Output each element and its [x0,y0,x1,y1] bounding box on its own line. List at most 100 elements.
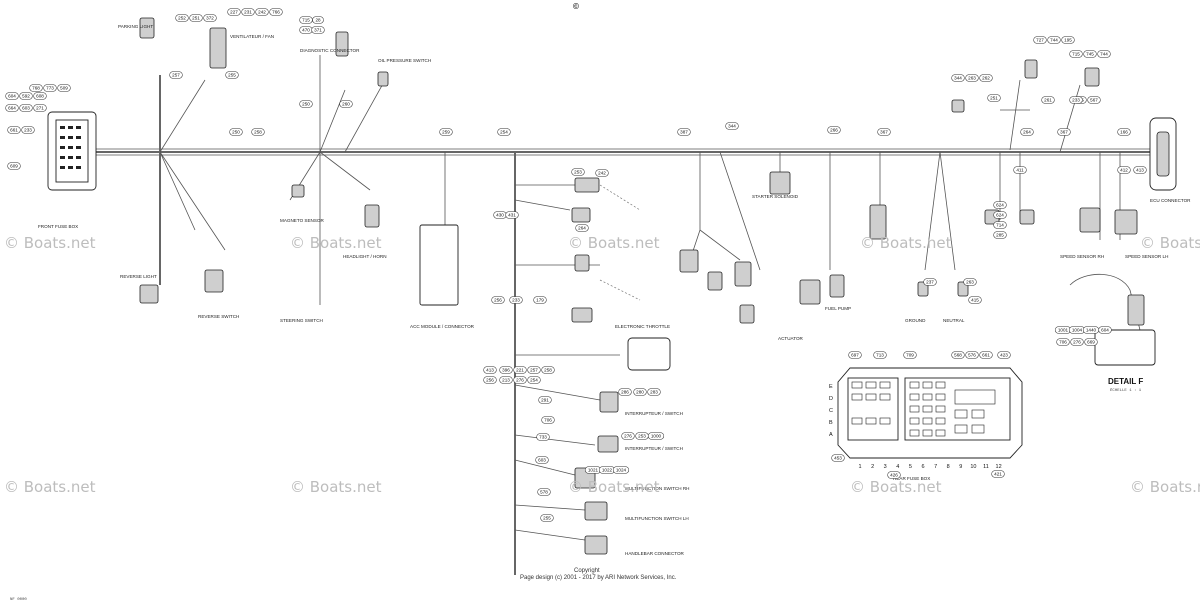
ref-bubble-number: 430 [496,213,504,218]
ref-bubble-outline [19,92,33,100]
ref-bubble-number: 661 [10,128,18,133]
ref-bubble-outline [1097,50,1111,58]
ref-bubble-number: 592 [22,94,30,99]
ref-bubble-number: 371 [314,28,322,33]
ref-bubble-outline [339,100,353,108]
ref-bubble-number: 257 [530,368,538,373]
fuse-row-letter: D [829,396,833,402]
label-multifunction-rh: MULTIFUNCTION SWITCH RH [625,486,689,491]
watermark-text: © Boats.net [4,478,96,496]
ref-bubble: 372 [203,14,217,22]
ref-bubble-number: 773 [46,86,54,91]
ref-bubble-number: 263 [968,76,976,81]
ref-bubble-number: 766 [272,10,280,15]
ref-bubble-outline [499,366,513,374]
ref-bubble-outline [877,128,891,136]
ref-bubble-number: 453 [834,456,842,461]
ref-bubble-outline [241,8,255,16]
fuse-column-number: 1 [858,464,861,470]
ref-bubble: 371 [311,26,325,34]
ref-bubble-number: 258 [254,130,262,135]
ref-bubble: 231 [241,8,255,16]
ref-bubble: 258 [541,366,555,374]
ref-bubble-number: 253 [638,434,646,439]
ref-bubble-number: 256 [486,378,494,383]
ref-bubble-number: 714 [996,223,1004,228]
ref-bubble-number: 213 [502,378,510,383]
ref-bubble-outline [1070,338,1084,346]
ref-bubble: 421 [991,470,1005,478]
label-handlebar: HANDLEBAR CONNECTOR [625,551,685,556]
ref-bubble: 263 [963,278,977,286]
fuse-row-letter: A [829,432,833,438]
ref-bubble: 251 [987,94,1001,102]
ref-bubble-outline [618,388,632,396]
ref-bubble-outline [499,376,513,384]
ref-bubble: 242 [595,169,609,177]
fuse-column-number: 2 [871,464,874,470]
ref-bubble: 706 [541,416,555,424]
ref-bubble-number: 367 [1060,130,1068,135]
ref-bubble: 413 [483,366,497,374]
ref-bubble-outline [19,104,33,112]
ref-bubble: 396 [499,366,513,374]
ref-bubble-number: 604 [1101,328,1109,333]
ref-bubble: 727 [1033,36,1047,44]
ref-bubble-outline [189,14,203,22]
ref-bubble: 744 [1097,50,1111,58]
ref-bubble-number: 344 [954,76,962,81]
front-fuse-box [47,111,97,191]
ref-bubble-number: 431 [508,213,516,218]
label-interrupteur-1: INTERRUPTEUR / SWITCH [625,411,683,416]
ref-bubble-outline [29,84,43,92]
ref-bubble-number: 1440 [1086,328,1097,333]
ref-bubble-number: 744 [1100,52,1108,57]
ref-bubble: 233 [21,126,35,134]
ref-bubble-number: 709 [906,353,914,358]
ref-bubble: 624 [993,211,1007,219]
ref-bubble-number: 256 [494,298,502,303]
ref-bubble-number: 276 [1073,340,1081,345]
ref-bubble-outline [21,126,35,134]
ref-bubble-outline [540,514,554,522]
ref-bubble-outline [541,416,555,424]
ref-bubble: 603 [535,456,549,464]
ref-bubble: 253 [635,432,649,440]
ref-bubble-number: 255 [543,516,551,521]
ref-bubble-number: 261 [1044,98,1052,103]
ref-bubble-number: 568 [954,353,962,358]
ref-bubble-outline [647,432,665,440]
watermark-text: © Boats.net [860,234,952,252]
label-ground: GROUND [905,318,926,323]
ref-bubble-outline [968,296,982,304]
ref-bubble-outline [509,296,523,304]
ref-bubble: 283 [647,388,661,396]
ref-bubble: 257 [169,71,183,79]
ref-bubble: 1022 [598,466,616,474]
ref-bubble: 166 [1117,128,1131,136]
ref-bubble-outline [7,126,21,134]
label-starter: STARTER SOLENOID [752,194,799,199]
ref-bubble-outline [483,376,497,384]
ref-bubble: 423 [997,351,1011,359]
ref-bubble: 276 [1070,338,1084,346]
ref-bubble-number: 262 [982,76,990,81]
ref-bubble-outline [903,351,917,359]
ref-bubble: 213 [499,376,513,384]
watermark-text: © Boats.net [290,234,382,252]
ref-bubble-outline [1047,36,1061,44]
ref-bubble-outline [497,128,511,136]
ref-bubble: 367 [1057,128,1071,136]
ref-bubble-outline [1056,338,1070,346]
ref-bubble: 715 [1069,50,1083,58]
ref-bubble-number: 233 [512,298,520,303]
ref-bubble-outline [1087,96,1101,104]
ref-bubble-number: 179 [536,298,544,303]
ref-bubble-number: 242 [598,171,606,176]
fuse-column-number: 12 [996,464,1002,470]
detail-f: DETAIL F ÉCHELLE 1 : 1 [1069,273,1156,393]
ref-bubble: 604 [5,92,19,100]
ref-bubble-outline [1084,338,1098,346]
ref-bubble: 604 [1098,326,1112,334]
ref-bubble-number: 251 [990,96,998,101]
